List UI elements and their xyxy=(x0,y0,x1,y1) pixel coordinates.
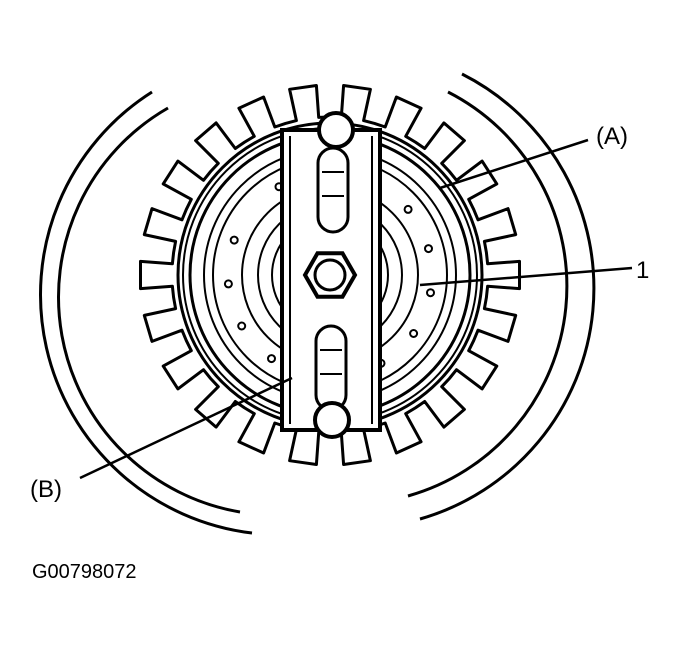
piston-hole xyxy=(229,235,239,245)
center-bolt xyxy=(313,258,347,292)
leader-1 xyxy=(419,266,633,287)
tool-pin-top xyxy=(317,111,355,149)
leader-lines xyxy=(79,138,633,480)
outer-arc-right xyxy=(419,72,596,521)
outer-housing-arcs xyxy=(39,72,596,535)
piston-hole xyxy=(403,204,413,214)
tool-slot-lower xyxy=(314,324,348,412)
outer-arc-left xyxy=(39,90,253,535)
piston-hole xyxy=(267,354,276,364)
mid-arc-left xyxy=(57,106,241,514)
label-1: 1 xyxy=(636,257,649,284)
tool-pin-bottom xyxy=(313,401,351,439)
piston-hole xyxy=(426,288,435,298)
piston-hole xyxy=(237,321,247,331)
piston-hole xyxy=(223,279,233,289)
label-a: (A) xyxy=(596,123,628,150)
piston-hole xyxy=(409,329,419,338)
leader-b xyxy=(79,376,293,480)
tool-slot-upper xyxy=(316,146,350,234)
label-b: (B) xyxy=(30,476,62,503)
leader-a xyxy=(439,138,589,190)
piston-hole xyxy=(424,244,433,254)
mid-arc-right xyxy=(407,90,569,498)
figure-id: G00798072 xyxy=(32,561,137,583)
special-tool-b xyxy=(280,111,382,439)
callout-labels: (A) 1 (B) xyxy=(30,123,649,503)
